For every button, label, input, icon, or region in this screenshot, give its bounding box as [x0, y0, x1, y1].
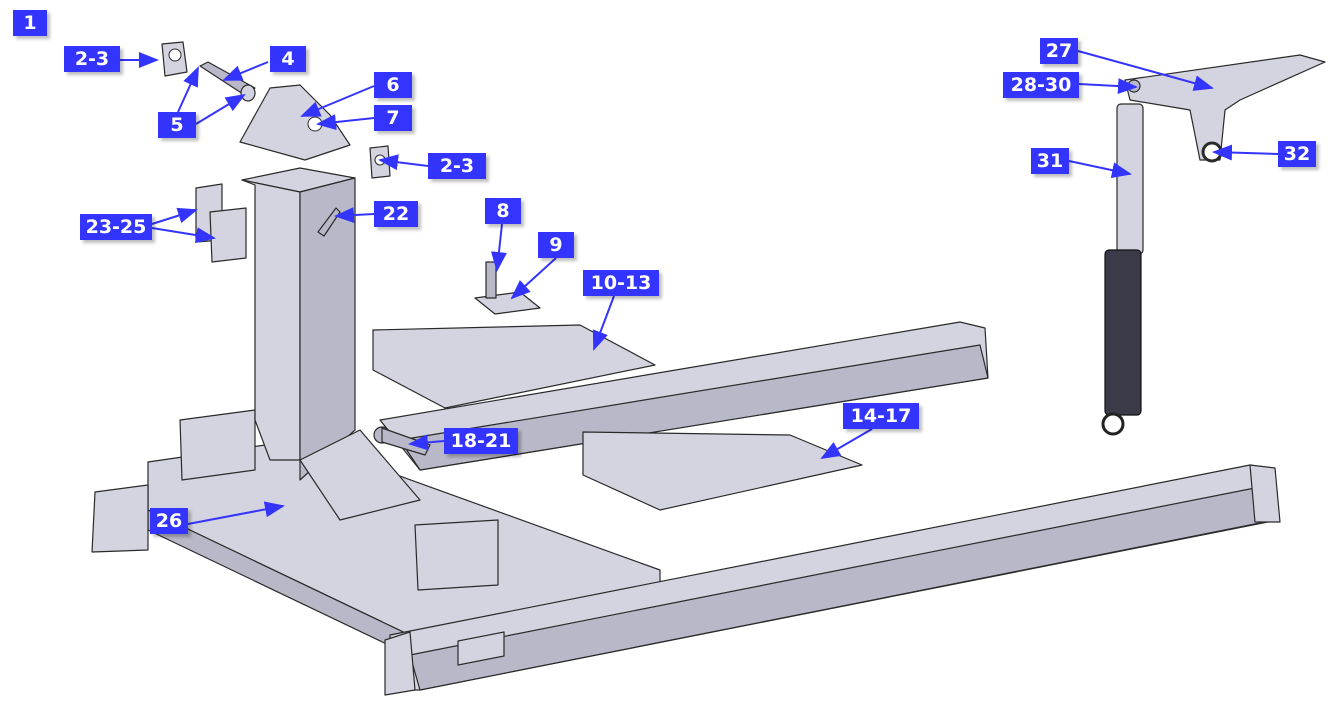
callout-4: 4	[270, 46, 306, 72]
column	[241, 167, 421, 521]
callout-22: 22	[374, 201, 418, 227]
trays	[372, 261, 863, 511]
callout-26: 26	[150, 508, 188, 534]
callout-2-3-second: 2-3	[428, 153, 486, 179]
callout-10-13: 10-13	[583, 270, 659, 296]
callout-23-25: 23-25	[80, 214, 152, 240]
callout-arrows	[120, 50, 1279, 525]
callout-8: 8	[485, 198, 521, 224]
callout-14-17: 14-17	[843, 403, 919, 429]
callout-1: 1	[13, 10, 47, 36]
callout-2-3: 2-3	[64, 46, 120, 72]
lift-arm-assembly	[1101, 54, 1326, 436]
callout-32: 32	[1278, 141, 1316, 167]
callout-7: 7	[374, 105, 412, 131]
callout-5: 5	[158, 112, 196, 138]
callout-27: 27	[1040, 38, 1078, 64]
callout-9: 9	[538, 232, 574, 258]
callout-6: 6	[374, 72, 412, 98]
base-frame	[91, 321, 1281, 696]
callout-18-21: 18-21	[444, 428, 518, 454]
callout-28-30: 28-30	[1003, 72, 1079, 98]
callout-31: 31	[1031, 148, 1069, 174]
